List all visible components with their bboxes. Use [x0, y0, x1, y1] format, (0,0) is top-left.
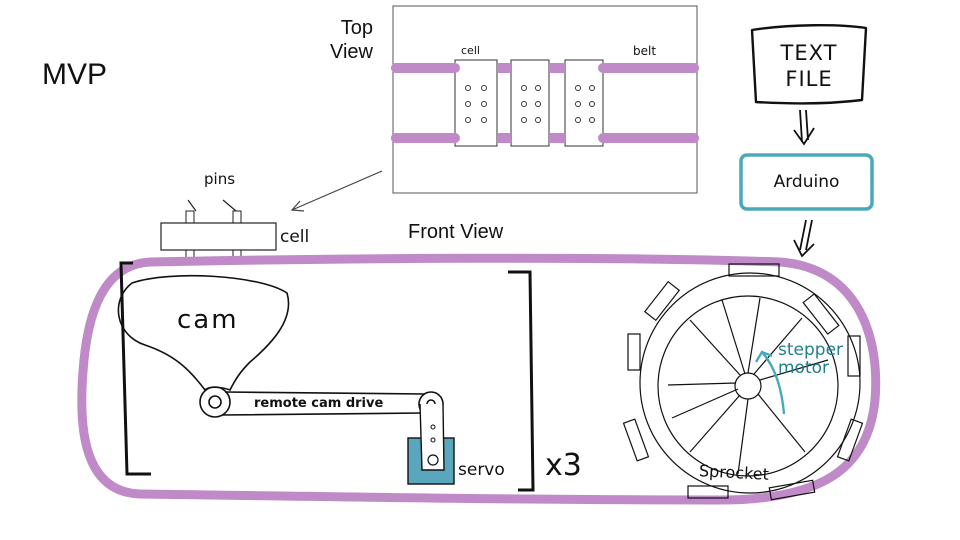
- multiplier-label: x3: [545, 448, 582, 483]
- text-file-box: [750, 24, 868, 105]
- top-to-cell-arrow: [290, 170, 383, 212]
- cam-shape: [117, 274, 290, 392]
- pins-bracket: [187, 199, 237, 212]
- top-cell-3: [564, 59, 604, 147]
- down-arrow-2: [793, 219, 815, 258]
- slide-title: MVP: [42, 58, 108, 91]
- cam-label: cam: [177, 305, 239, 335]
- servo-diagram: [407, 403, 455, 485]
- front-view-label: Front View: [408, 221, 504, 243]
- x3-bracket-group: [119, 261, 535, 492]
- top-view-label: Top View: [330, 17, 373, 63]
- top-cell-1: [454, 59, 498, 147]
- sprocket-diagram: [622, 263, 864, 501]
- arduino-label: Arduino: [773, 172, 840, 192]
- top-cell-2: [510, 59, 550, 147]
- top-view-diagram: [391, 5, 699, 194]
- servo-label: servo: [458, 460, 505, 480]
- arduino-box: [739, 153, 874, 211]
- pins-label: pins: [204, 170, 236, 188]
- belt-label: belt: [633, 44, 657, 58]
- sprocket-label: Sprocket: [698, 461, 770, 484]
- main-belt-loop: [77, 253, 881, 505]
- cell-body: [160, 222, 277, 251]
- top-view-frame: [392, 5, 698, 194]
- front-cell-diagram: [160, 199, 277, 261]
- top-cell-label: cell: [461, 44, 480, 57]
- stepper-arrow: [754, 350, 786, 415]
- stepper-motor-label: stepper motor: [778, 340, 844, 378]
- front-cell-label: cell: [280, 227, 310, 247]
- drive-label: remote cam drive: [254, 396, 384, 411]
- down-arrow-1: [793, 109, 815, 146]
- text-file-label: TEXT FILE: [780, 41, 838, 92]
